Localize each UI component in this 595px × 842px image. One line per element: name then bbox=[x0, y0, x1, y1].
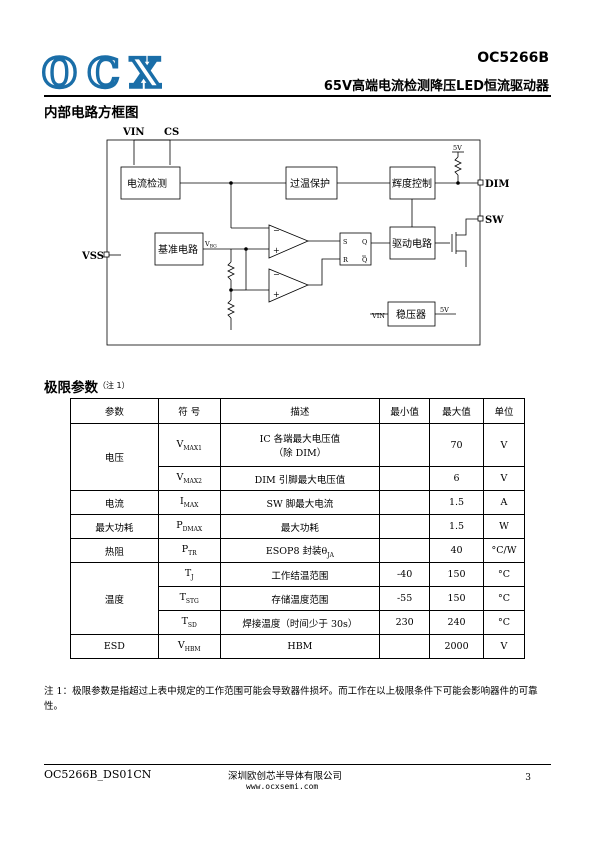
note-marker: （注 1） bbox=[98, 381, 130, 390]
document-title: 65V高端电流检测降压LED恒流驱动器 bbox=[323, 79, 549, 94]
chip-outline bbox=[106, 139, 481, 346]
current-sense-label: 电流检测 bbox=[127, 177, 167, 190]
abs-max-table: 参数 符 号 描述 最小值 最大值 单位 电压 VMAX1 IC 各端最大电压值… bbox=[70, 398, 526, 659]
brightness-label: 辉度控制 bbox=[392, 177, 432, 190]
latch-r-label: R bbox=[343, 256, 349, 264]
logo-text: OCX bbox=[42, 52, 161, 92]
comp-top-plus: + bbox=[273, 246, 280, 255]
col-min: 最小值 bbox=[379, 398, 431, 424]
table-row: 电压 VMAX1 IC 各端最大电压值（除 DIM） 70 V bbox=[70, 423, 526, 491]
header-divider bbox=[44, 95, 551, 97]
footnote: 注 1：极限参数是指超过上表中规定的工作范围可能会导致器件损坏。而工作在以上极限… bbox=[44, 686, 538, 712]
company-name: 深圳欧创芯半导体有限公司 bbox=[228, 771, 343, 782]
latch-s-label: S bbox=[343, 238, 347, 246]
reference-label: 基准电路 bbox=[158, 243, 198, 256]
table-row: 热阻 PTR ESOP8 封装θJA 40 °C/W bbox=[70, 538, 526, 563]
vbg-label: VBG bbox=[204, 240, 217, 250]
pin-cs: CS bbox=[164, 127, 179, 138]
abs-max-title: 极限参数（注 1） bbox=[44, 380, 130, 396]
document-id: OC5266B_DS01CN bbox=[44, 768, 152, 781]
pin-sw: SW bbox=[485, 215, 504, 226]
latch-qbar-label: Q bbox=[362, 256, 367, 264]
footer-divider bbox=[44, 764, 551, 765]
pin-vss: VSS bbox=[81, 251, 104, 262]
col-symbol: 符 号 bbox=[157, 398, 221, 424]
table-row: VMAX2 DIM 引脚最大电压值 6 V bbox=[71, 466, 526, 491]
col-max: 最大值 bbox=[429, 398, 484, 424]
company-logo: OCX bbox=[42, 52, 162, 92]
sr-latch bbox=[339, 232, 372, 266]
pin-vin: VIN bbox=[122, 127, 145, 138]
regulator-out-label: 5V bbox=[440, 306, 449, 314]
over-temp-label: 过温保护 bbox=[290, 177, 330, 190]
table-header-row: 参数 符 号 描述 最小值 最大值 单位 bbox=[70, 398, 526, 424]
comp-bottom-minus: − bbox=[273, 270, 280, 279]
comp-bottom-plus: + bbox=[273, 290, 280, 299]
col-param: 参数 bbox=[70, 398, 159, 424]
table-row: TSTG 存储温度范围 -55 150 °C bbox=[71, 586, 526, 611]
comparator-bottom bbox=[268, 268, 310, 303]
col-desc: 描述 bbox=[219, 398, 381, 424]
block-diagram: VIN CS DIM SW VSS 电流检测 过温保护 辉度控制 基准电路 驱动… bbox=[81, 127, 509, 346]
table-row: ESD VHBM HBM 2000 V bbox=[70, 634, 526, 659]
comp-top-minus: − bbox=[273, 226, 280, 235]
table-row: 电流 IMAX SW 脚最大电流 1.5 A bbox=[70, 490, 526, 515]
block-diagram-title: 内部电路方框图 bbox=[44, 105, 139, 121]
website-link[interactable]: www.ocxsemi.com bbox=[246, 782, 319, 791]
table-row: 温度 TJ 工作结温范围 -40 150 °C bbox=[70, 562, 526, 635]
table-row: 最大功耗 PDMAX 最大功耗 1.5 W bbox=[70, 514, 526, 539]
page-number: 3 bbox=[525, 773, 531, 783]
regulator-label: 稳压器 bbox=[396, 308, 426, 321]
pin-dim: DIM bbox=[485, 179, 509, 190]
table-row: TSD 焊接温度（时间少于 30s） 230 240 °C bbox=[71, 610, 526, 635]
comparator-top bbox=[268, 224, 310, 259]
part-number: OC5266B bbox=[477, 50, 549, 66]
regulator-in-label: VIN bbox=[371, 312, 385, 320]
supply-5v-label: 5V bbox=[453, 144, 462, 152]
col-unit: 单位 bbox=[482, 398, 526, 424]
latch-q-label: Q bbox=[362, 238, 367, 246]
driver-label: 驱动电路 bbox=[392, 237, 432, 250]
